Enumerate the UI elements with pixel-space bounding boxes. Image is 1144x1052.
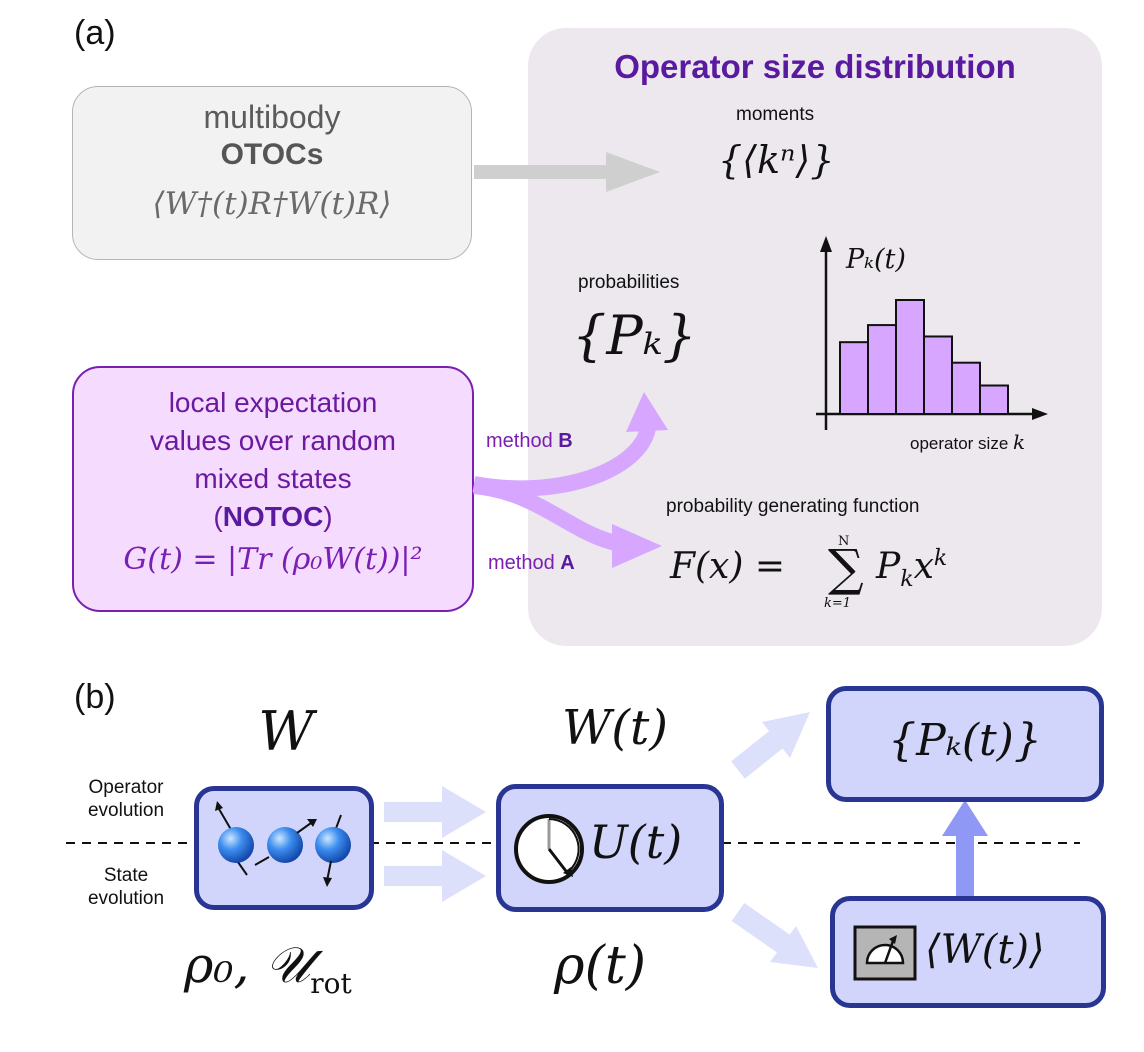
wt-label: W(t) [561,700,669,756]
expectation-label: ⟨W(t)⟩ [925,927,1045,973]
notoc-line2: values over random [150,425,396,456]
moments-label: moments [736,104,815,125]
otoc-formula: ⟨W†(t)R†W(t)R⟩ [152,186,392,222]
clock-icon [514,814,584,884]
evolution-box: U(t) [496,784,724,912]
method-a-arrow-shaft [473,478,622,552]
method-b-arrow-head [626,392,668,432]
up-right-arrow-shaft [731,729,785,779]
measurement-box: ⟨W(t)⟩ [830,896,1106,1008]
measure-arrow-shaft [956,834,974,896]
pgf-formula: F(x) = N ∑ k=1 Pkxk [670,534,948,611]
hist-bar-1 [839,341,869,415]
moments-math: {⟨kⁿ⟩} [718,138,835,182]
spin-chain-icon [215,801,351,887]
rhot-label: ρ(t) [554,936,647,996]
meter-icon [853,925,917,981]
hist-bar-6 [979,384,1009,415]
method-b-label: method B [486,430,573,452]
panel-b-label: (b) [74,678,116,716]
otoc-line1: multibody [203,99,341,135]
operator-arrow-head [442,786,486,838]
hist-y-arrowhead [820,236,832,252]
probabilities-box: {Pₖ(t)} [826,686,1104,802]
state-arrow-shaft [384,866,444,886]
pk-label: {Pₖ(t)} [888,715,1042,766]
operator-arrow-shaft [384,802,444,822]
probabilities-label: probabilities [578,272,680,293]
notoc-box: local expectation values over random mix… [72,366,474,612]
u-label: U(t) [589,815,683,869]
notoc-formula: G(t) = |Tr (ρ₀W(t))|² [123,542,423,577]
down-right-arrow-shaft [731,902,791,954]
notoc-bold: NOTOC [222,501,324,532]
hist-bar-3 [895,299,925,415]
method-a-arrow-head [612,524,662,568]
notoc-line4: (NOTOC) [213,501,333,532]
otoc-arrow-head [606,152,660,192]
notoc-line3: mixed states [194,463,352,494]
distribution-title: Operator size distribution [614,48,1016,85]
initial-state-box [194,786,374,910]
up-right-arrow-head [762,712,810,758]
probabilities-math: {Pₖ} [572,304,697,367]
panel-a-label: (a) [74,14,116,52]
measure-arrow-head [942,800,988,836]
otoc-box: multibody OTOCs ⟨W†(t)R†W(t)R⟩ [72,86,472,260]
hist-y-label: Pₖ(t) [846,244,906,275]
w-label: W [258,700,314,763]
rho0-label: ρ₀, 𝒰rot [184,936,352,1000]
method-a-label: method A [488,552,575,574]
hist-bars [839,299,1009,416]
hist-x-label: operator size k [910,430,1026,454]
otoc-line2: OTOCs [220,138,324,171]
hist-x-arrowhead [1032,408,1048,420]
down-right-arrow-head [770,926,818,968]
state-arrow-head [442,850,486,902]
notoc-line1: local expectation [168,387,378,418]
pgf-label: probability generating function [666,496,920,517]
